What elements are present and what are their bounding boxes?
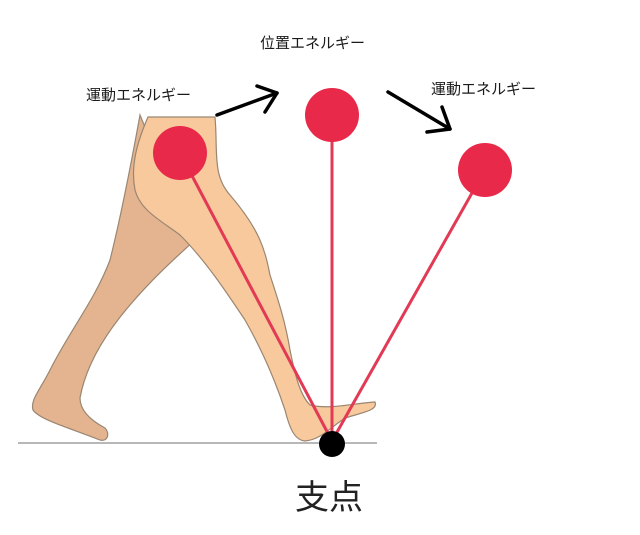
potential-energy-label: 位置エネルギー xyxy=(260,34,366,52)
kinetic-energy-label-right: 運動エネルギー xyxy=(431,80,537,98)
bob-right xyxy=(458,143,512,197)
kinetic-energy-label-left: 運動エネルギー xyxy=(86,86,192,104)
arrow-icon-up-right xyxy=(215,84,279,117)
bob-left xyxy=(153,126,207,180)
bob-top xyxy=(305,88,359,142)
rod-right xyxy=(330,169,487,442)
pivot-point xyxy=(319,431,345,457)
arrow-icon-down-right xyxy=(386,90,452,134)
fulcrum-label: 支点 xyxy=(295,478,363,518)
rod-left xyxy=(178,152,334,442)
